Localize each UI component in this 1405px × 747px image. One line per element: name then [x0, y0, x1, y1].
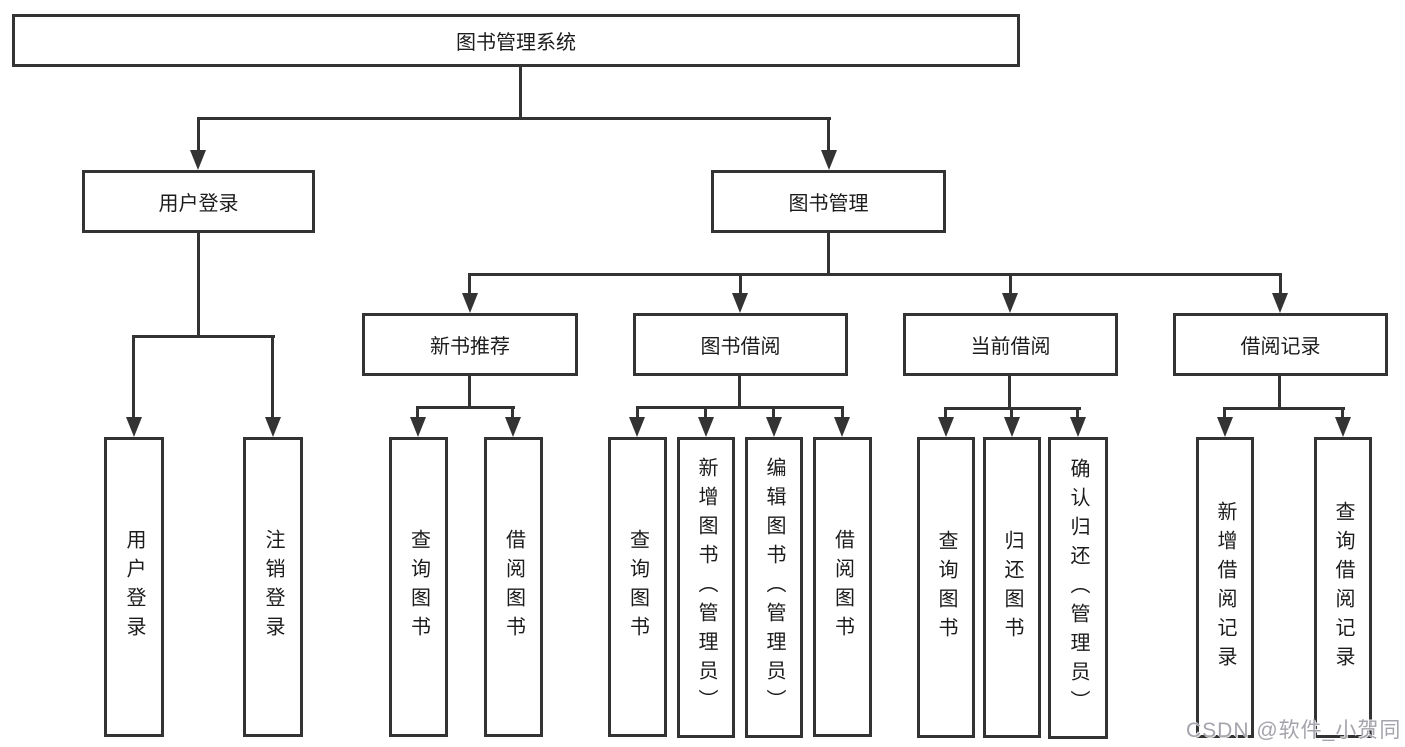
connector-line [197, 231, 200, 337]
leaf-newbook-borrow-books: 借阅图书 [484, 437, 543, 737]
connector-arrow [462, 293, 478, 313]
connector-arrow [834, 417, 850, 437]
leaf-records-add-record: 新增借阅记录 [1196, 437, 1254, 738]
connector-arrow [1217, 417, 1233, 437]
connector-line [1076, 407, 1079, 419]
connector-line [704, 406, 707, 419]
connector-line [1341, 407, 1344, 419]
connector-line [944, 407, 947, 419]
node-label: 确认归还（管理员） [1067, 457, 1089, 719]
leaf-current-confirm-return-admin: 确认归还（管理员） [1048, 437, 1108, 739]
connector-line [1008, 374, 1011, 409]
node-label: 新书推荐 [430, 336, 510, 358]
connector-arrow [629, 417, 645, 437]
connector-line [739, 273, 742, 295]
connector-arrow [698, 417, 714, 437]
connector-line [416, 406, 515, 409]
connector-line [841, 406, 844, 419]
connector-arrow [505, 417, 521, 437]
node-label: 当前借阅 [970, 336, 1051, 358]
node-label: 查询图书 [407, 529, 430, 645]
connector-line [468, 374, 471, 408]
connector-arrow [821, 150, 837, 170]
connector-line [738, 374, 741, 408]
node-label: 查询图书 [935, 529, 957, 646]
leaf-current-query-books: 查询图书 [917, 437, 975, 738]
leaf-user-login: 用户登录 [104, 437, 164, 737]
connector-arrow [410, 417, 426, 437]
connector-line [468, 273, 471, 295]
connector-line [468, 273, 1282, 276]
connector-arrow [126, 417, 142, 437]
leaf-borrow-add-books-admin: 新增图书（管理员） [677, 437, 735, 738]
leaf-borrow-query-books: 查询图书 [608, 437, 667, 737]
connector-line [636, 406, 844, 409]
connector-line [271, 335, 274, 419]
node-label: 查询图书 [626, 529, 649, 645]
connector-line [636, 406, 639, 419]
connector-line [132, 335, 135, 419]
connector-line [827, 117, 830, 152]
connector-line [772, 406, 775, 419]
leaf-borrow-borrow-books: 借阅图书 [813, 437, 872, 737]
connector-arrow [1070, 417, 1086, 437]
node-label: 查询借阅记录 [1332, 500, 1354, 675]
node-user-login: 用户登录 [82, 170, 315, 233]
node-book-borrowing: 图书借阅 [633, 313, 848, 376]
node-label: 新增借阅记录 [1214, 500, 1236, 675]
connector-arrow [190, 150, 206, 170]
node-label: 借阅记录 [1240, 336, 1321, 358]
node-label: 图书管理系统 [456, 32, 576, 54]
connector-arrow [766, 417, 782, 437]
connector-arrow [1002, 293, 1018, 313]
connector-line [1279, 273, 1282, 295]
connector-line [511, 406, 514, 419]
connector-line [1223, 407, 1345, 410]
node-label: 图书管理 [788, 193, 869, 215]
node-label: 用户登录 [158, 193, 239, 215]
connector-arrow [1004, 417, 1020, 437]
node-new-book-recommend: 新书推荐 [362, 313, 578, 376]
leaf-logout: 注销登录 [243, 437, 303, 737]
connector-arrow [732, 293, 748, 313]
connector-line [1278, 374, 1281, 409]
connector-line [197, 117, 831, 120]
connector-arrow [1335, 417, 1351, 437]
leaf-newbook-query-books: 查询图书 [389, 437, 448, 737]
node-label: 编辑图书（管理员） [763, 457, 785, 718]
connector-arrow [265, 417, 281, 437]
node-label: 用户登录 [123, 529, 145, 645]
connector-line [416, 406, 419, 419]
connector-arrow [1272, 293, 1288, 313]
node-label: 新增图书（管理员） [695, 457, 717, 718]
node-label: 借阅图书 [502, 529, 525, 645]
leaf-borrow-edit-books-admin: 编辑图书（管理员） [745, 437, 803, 738]
node-current-borrowing: 当前借阅 [903, 313, 1118, 376]
connector-arrow [938, 417, 954, 437]
connector-line [1009, 273, 1012, 295]
node-label: 归还图书 [1001, 529, 1023, 646]
connector-line [519, 65, 522, 119]
leaf-current-return-books: 归还图书 [983, 437, 1041, 738]
connector-line [1223, 407, 1226, 419]
node-book-management: 图书管理 [711, 170, 946, 233]
connector-line [132, 335, 275, 338]
leaf-records-query-record: 查询借阅记录 [1314, 437, 1372, 738]
node-label: 借阅图书 [831, 529, 854, 645]
connector-line [1010, 407, 1013, 419]
node-label: 注销登录 [262, 529, 284, 645]
connector-line [827, 231, 830, 275]
connector-line [197, 117, 200, 152]
node-borrowing-records: 借阅记录 [1173, 313, 1388, 376]
node-label: 图书借阅 [700, 336, 781, 358]
csdn-watermark: CSDN @软件_小贺同学 [1186, 719, 1402, 742]
node-library-system: 图书管理系统 [12, 14, 1020, 67]
